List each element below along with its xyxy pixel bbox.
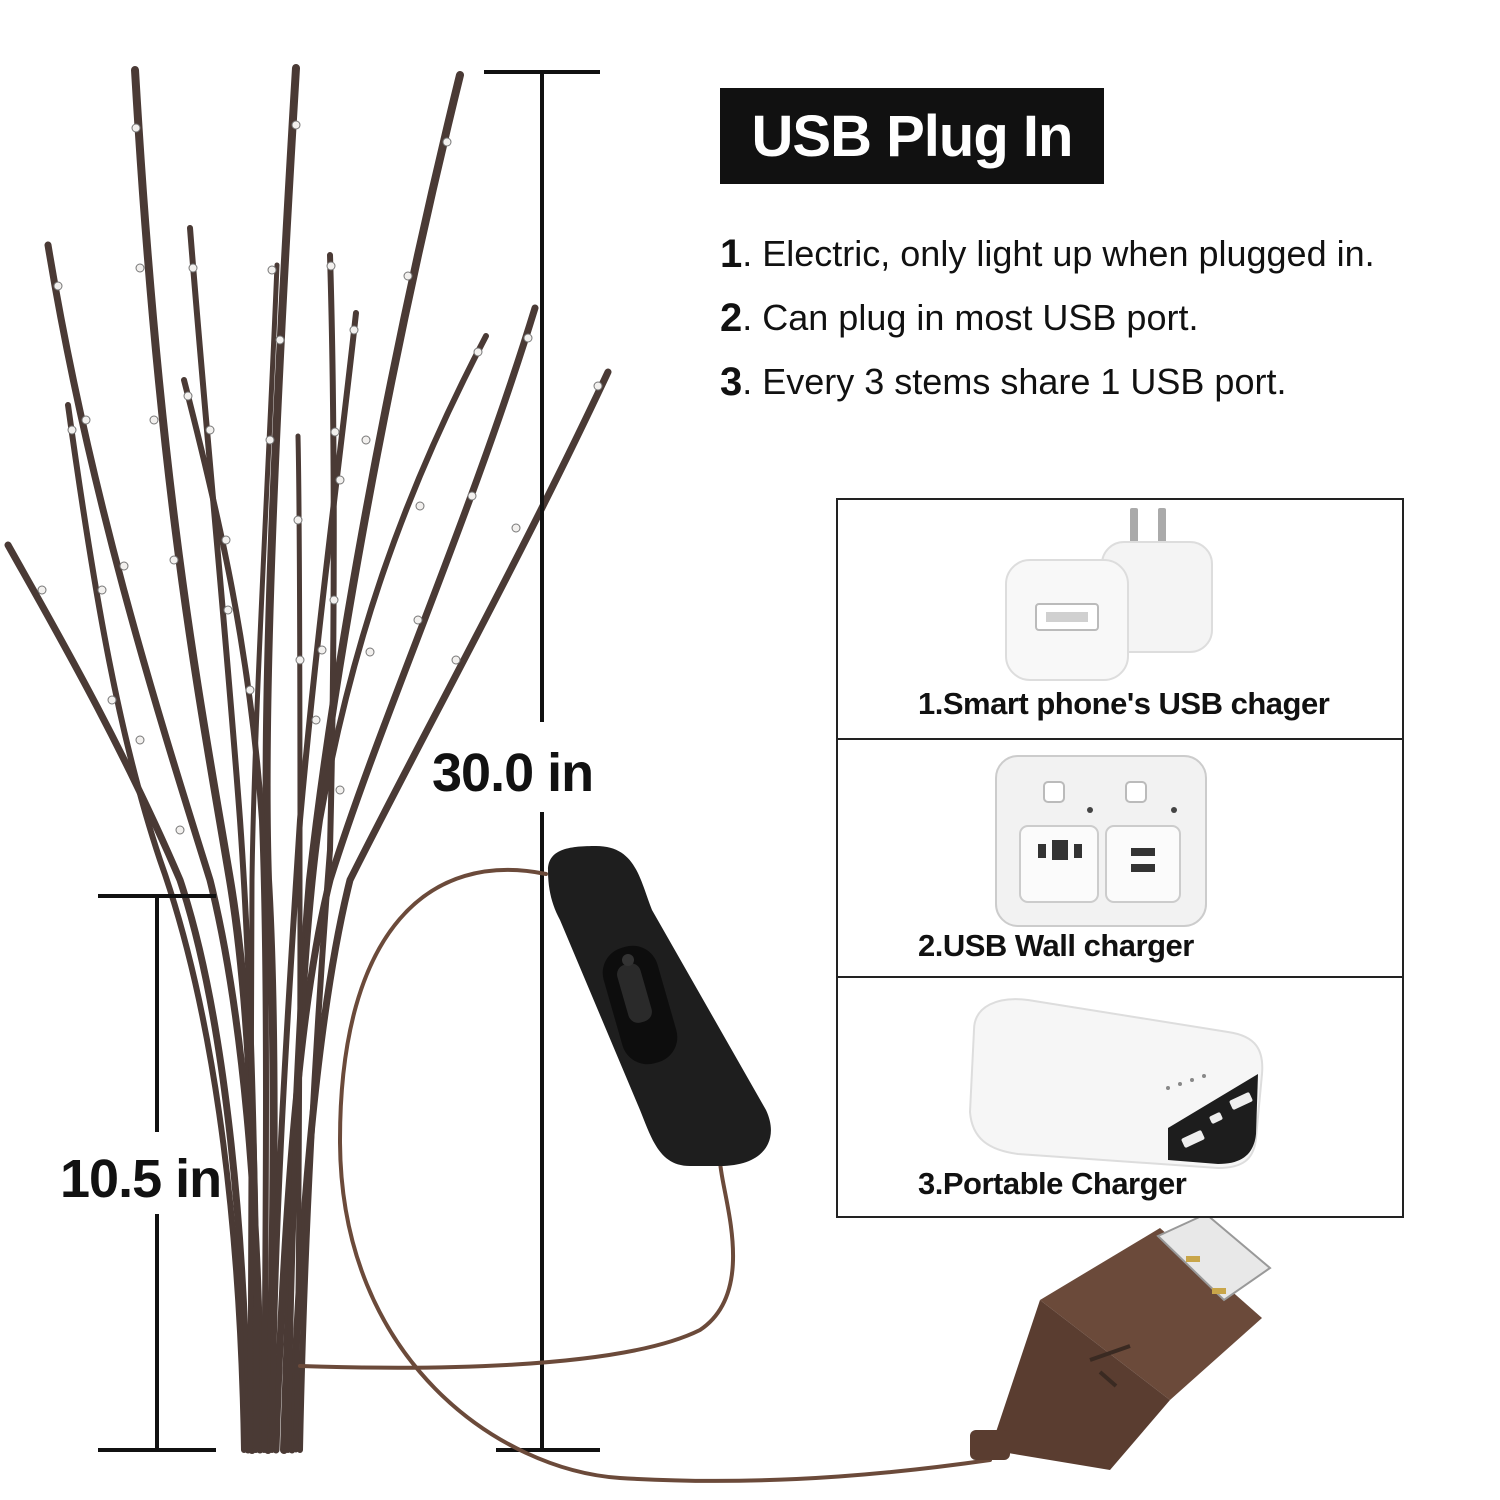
base-height-label: 10.5 in xyxy=(60,1149,222,1209)
power-cable xyxy=(298,868,992,1483)
feature-number: 2 xyxy=(720,295,743,340)
feature-text: . Electric, only light up when plugged i… xyxy=(742,233,1375,274)
led-bulbs xyxy=(37,120,603,835)
feature-text: . Every 3 stems share 1 USB port. xyxy=(742,361,1287,402)
branch-bundle xyxy=(4,64,612,1454)
power-bank-icon xyxy=(968,998,1264,1170)
wall-socket-icon xyxy=(995,755,1207,927)
charger-label: 2.USB Wall charger xyxy=(918,928,1194,963)
feature-list: 1 . Electric, only light up when plugged… xyxy=(720,222,1480,414)
title-banner: USB Plug In xyxy=(720,88,1104,184)
charger-option-phone-charger: 1.Smart phone's USB chager xyxy=(838,500,1402,740)
title-text: USB Plug In xyxy=(751,103,1074,169)
charger-label: 1.Smart phone's USB chager xyxy=(918,686,1330,721)
wall-adapter-icon xyxy=(1005,508,1213,681)
charger-option-power-bank: 3.Portable Charger xyxy=(838,978,1402,1216)
charger-label: 3.Portable Charger xyxy=(918,1166,1187,1201)
total-height-label: 30.0 in xyxy=(432,743,594,803)
feature-item-2: 2 . Can plug in most USB port. xyxy=(720,286,1480,350)
charger-options-panel: 1.Smart phone's USB chager 2.USB Wall ch… xyxy=(836,498,1404,1218)
inline-switch-icon xyxy=(548,846,771,1166)
feature-item-3: 3 . Every 3 stems share 1 USB port. xyxy=(720,350,1480,414)
dimension-lines xyxy=(98,70,600,1452)
feature-item-1: 1 . Electric, only light up when plugged… xyxy=(720,222,1480,286)
usb-plug-icon xyxy=(970,1212,1272,1470)
feature-text: . Can plug in most USB port. xyxy=(742,297,1199,338)
feature-number: 1 xyxy=(720,231,743,276)
feature-number: 3 xyxy=(720,359,743,404)
charger-option-wall-socket: 2.USB Wall charger xyxy=(838,740,1402,978)
